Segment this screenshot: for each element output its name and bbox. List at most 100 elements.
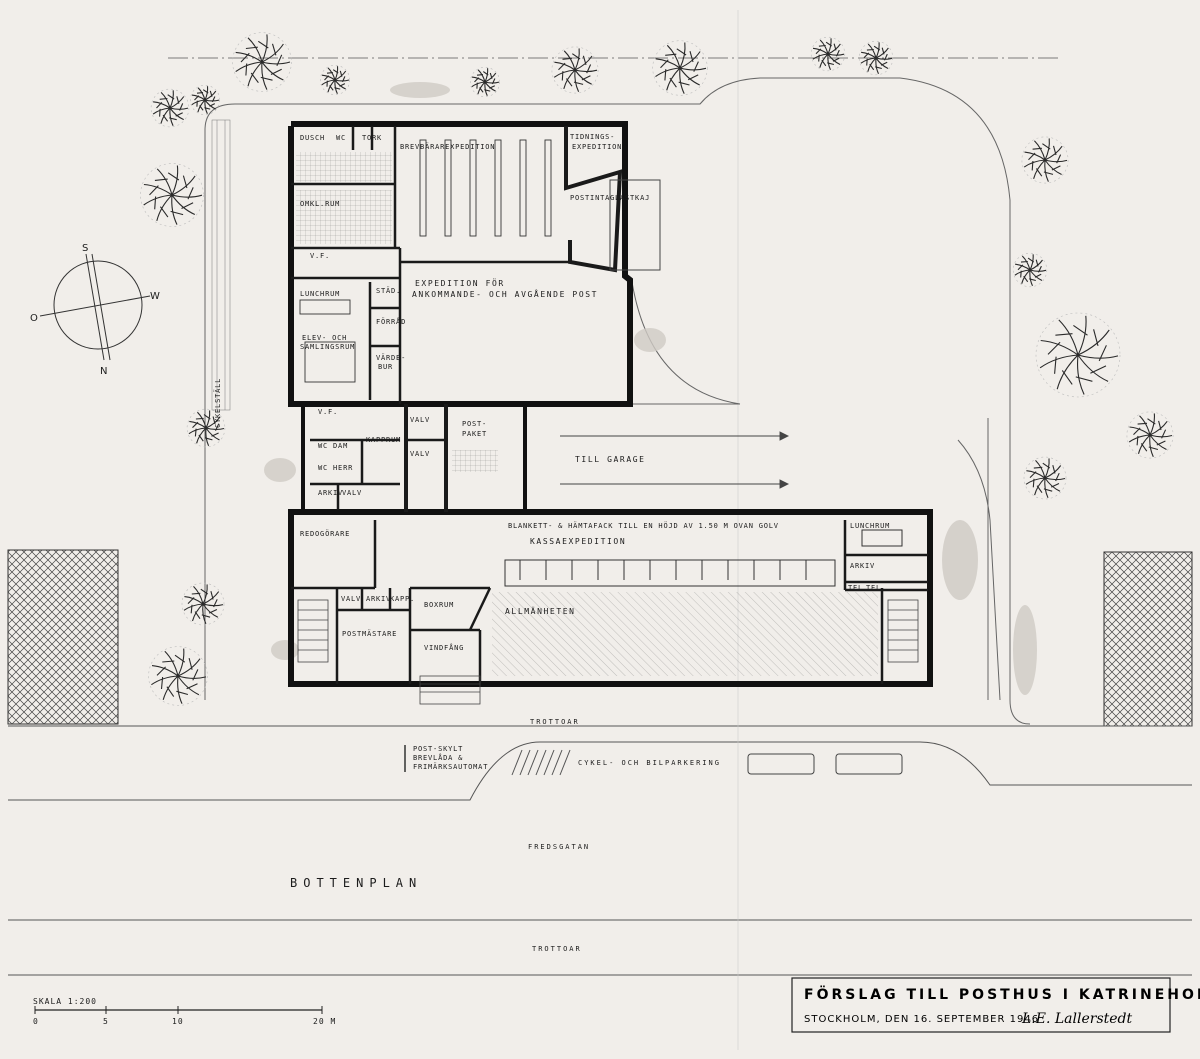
label-trottoar-bottom: TROTTOAR [532, 945, 582, 953]
street-labels: TROTTOAR POST-SKYLT BREVLÅDA & FRIMÄRKSA… [413, 718, 719, 953]
trees [140, 32, 1174, 706]
tree-symbol [232, 32, 292, 92]
loading-dock [609, 179, 661, 271]
label-postpaket-2: PAKET [462, 430, 487, 438]
tree-symbol [186, 408, 226, 448]
label-wc-dam: WC DAM [318, 442, 348, 450]
label-varde-1: VÄRDE- [376, 353, 406, 362]
counter [504, 529, 903, 587]
tiled-floor-shower [296, 152, 392, 182]
title-block-place-date: STOCKHOLM, DEN 16. SEPTEMBER 1946 [804, 1014, 1039, 1025]
label-trottoar-top: TROTTOAR [530, 718, 580, 726]
tree-symbol [190, 85, 221, 116]
building-outline [288, 121, 933, 687]
label-till-garage: TILL GARAGE [575, 455, 646, 464]
label-postskylt-2: BREVLÅDA & [413, 753, 463, 762]
title-block: FÖRSLAG TILL POSTHUS I KATRINEHOLM STOCK… [791, 977, 1200, 1033]
label-tel-1: TEL. [848, 584, 868, 592]
compass-s: S [82, 243, 88, 254]
label-valv-1: VALV [410, 416, 430, 424]
tree-symbol [148, 646, 208, 706]
label-vindfang: VINDFÅNG [424, 643, 464, 652]
scale-tick-10: 10 [172, 1017, 184, 1026]
street-lines [8, 10, 1192, 1050]
label-valv-2: VALV [410, 450, 430, 458]
label-brevbarar: BREVBÄRAREXPEDITION [400, 142, 495, 151]
label-blankett: BLANKETT- & HÄMTAFACK TILL EN HÖJD AV 1.… [508, 521, 779, 530]
label-valv-bottom: VALV [341, 595, 361, 603]
label-wc-top: WC [336, 134, 346, 142]
scale-label: SKALA 1:200 [33, 997, 97, 1006]
label-kapp-bottom: KAPP. [390, 595, 415, 603]
label-allmanheten: ALLMÄNHETEN [505, 606, 576, 616]
label-stad: STÄD. [376, 286, 401, 295]
label-valv-left: VALV [342, 489, 362, 497]
scale-tick-20: 20 M [313, 1017, 336, 1026]
tree-symbol [551, 46, 599, 94]
label-cykelstall: CYKELSTÄLL [213, 378, 222, 428]
tree-symbol [181, 582, 225, 626]
parking-stripes [511, 749, 571, 776]
garage-arrows [560, 431, 790, 489]
label-tork: TORK [362, 134, 382, 142]
tree-symbol [140, 163, 204, 227]
label-elev-2: SAMLINGSRUM [300, 343, 355, 351]
public-hall-floor [492, 592, 878, 676]
label-lunchrum-left: LUNCHRUM [300, 290, 340, 298]
label-postskylt-1: POST-SKYLT [413, 745, 463, 753]
tree-symbol [858, 40, 894, 76]
shrubs [264, 82, 1037, 695]
neighbour-building-left [7, 549, 119, 725]
tiled-floor-changing [296, 190, 392, 244]
tree-symbol [1023, 456, 1067, 500]
label-postpaket-1: POST- [462, 420, 487, 428]
label-tidnings-2: EXPEDITION [572, 143, 622, 151]
compass-o: O [30, 313, 38, 324]
label-postintag: POSTINTAG [570, 194, 615, 202]
tiled-floor-postpaket [452, 450, 498, 472]
label-expedition-2: ANKOMMANDE- OCH AVGÅENDE POST [412, 288, 598, 299]
label-kapprum: KAPPRUM [366, 436, 401, 444]
title-block-title: FÖRSLAG TILL POSTHUS I KATRINEHOLM [804, 985, 1200, 1003]
label-redogorare: REDOGÖRARE [300, 529, 350, 538]
architect-signature: L.E. Lallerstedt [1021, 1011, 1133, 1027]
label-arkiv-left: ARKIV [318, 489, 343, 497]
label-tidnings: TIDNINGS- [570, 133, 615, 141]
tree-symbol [150, 88, 190, 128]
label-expedition-1: EXPEDITION FÖR [415, 278, 505, 288]
label-omkl-rum: OMKL.RUM [300, 200, 340, 208]
label-elev-1: ELEV- OCH [302, 334, 347, 342]
sorting-tables [299, 139, 552, 383]
site-paths [204, 77, 1031, 725]
label-fredsgatan: FREDSGATAN [528, 843, 590, 851]
label-wc-herr: WC HERR [318, 464, 353, 472]
neighbour-building-right [1103, 551, 1193, 727]
label-forrad: FÖRRÅD [376, 317, 406, 326]
compass-rose [39, 253, 151, 361]
tree-symbol [1126, 411, 1174, 459]
scale-bar: SKALA 1:200 0 5 10 20 M [33, 997, 336, 1026]
label-dusch: DUSCH [300, 134, 325, 142]
tree-symbol [469, 67, 500, 98]
label-boxrum: BOXRUM [424, 601, 454, 609]
label-arkiv-right: ARKIV [850, 562, 875, 570]
label-postskylt-3: FRIMÄRKSAUTOMAT [413, 762, 488, 771]
scale-tick-0: 0 [33, 1017, 39, 1026]
label-lunchrum-right: LUNCHRUM [850, 522, 890, 530]
tree-symbol [319, 65, 350, 96]
bike-stand [211, 119, 231, 411]
parked-car-2 [835, 753, 903, 775]
tree-symbol [652, 40, 708, 96]
compass-n: N [100, 366, 107, 377]
plan-title: BOTTENPLAN [290, 876, 422, 890]
parked-car-1 [747, 753, 815, 775]
tree-symbol [1012, 252, 1048, 288]
label-varde-2: BUR [378, 363, 393, 371]
tree-symbol [1021, 136, 1069, 184]
tree-symbol [1035, 312, 1121, 398]
label-arkiv-bottom: ARKIV [366, 595, 391, 603]
label-tel-2: TEL. [866, 584, 886, 592]
stairs [297, 599, 919, 705]
